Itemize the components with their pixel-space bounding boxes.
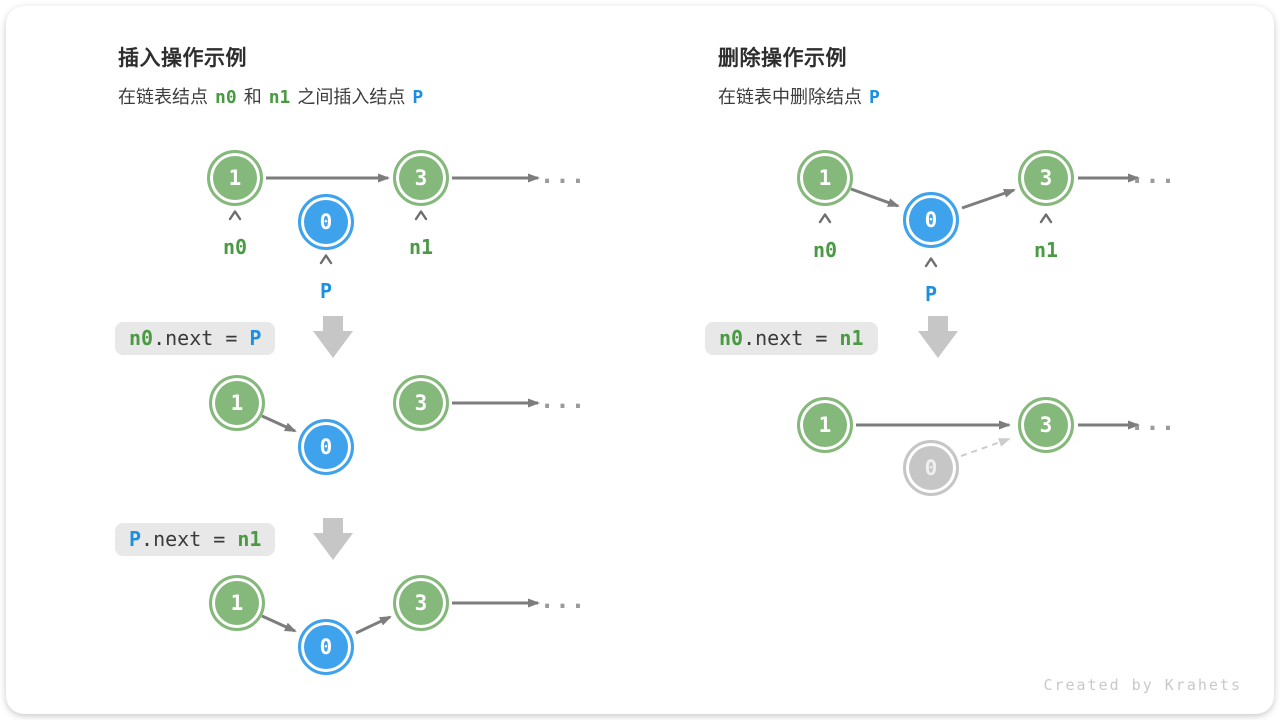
pointer-label-p: P: [319, 279, 333, 303]
insert-panel-subtitle: 在链表结点 n0 和 n1 之间插入结点 P: [118, 83, 430, 109]
ellipsis: ...: [1129, 408, 1177, 436]
node-value: 0: [298, 619, 354, 675]
node-value: 0: [298, 419, 354, 475]
ellipsis: ...: [539, 586, 587, 614]
node-value: 0: [903, 192, 959, 248]
node-value: 1: [797, 397, 853, 453]
code-snippet: n0.next = P: [115, 322, 276, 355]
node-value: 1: [209, 575, 265, 631]
pointer-label-n0: n0: [812, 238, 838, 262]
code-snippet: n0.next = n1: [705, 322, 878, 355]
node-value: 3: [393, 375, 449, 431]
caret-up-icon: [1039, 213, 1053, 224]
ellipsis: ...: [539, 161, 587, 189]
code-token-n0: n0: [129, 326, 154, 350]
code-token-n1: n1: [237, 527, 262, 551]
caret-up-icon: [818, 213, 832, 224]
insert-panel-title: 插入操作示例: [118, 47, 247, 70]
code-token-n1: n1: [839, 326, 864, 350]
code-text: .next =: [743, 326, 840, 350]
ellipsis: ...: [539, 386, 587, 414]
insert-subtitle-text-1: 在链表结点: [118, 87, 208, 107]
credit-text: Created by Krahets: [1043, 676, 1242, 694]
caret-up-icon: [228, 210, 242, 221]
pointer-label-n1: n1: [1033, 238, 1059, 262]
caret-up-icon: [924, 257, 938, 268]
node-value: 3: [1018, 150, 1074, 206]
insert-subtitle-token-n1: n1: [268, 87, 291, 108]
pointer-label-n0: n0: [222, 235, 248, 259]
node-value-removed: 0: [903, 440, 959, 496]
insert-subtitle-text-2: 和: [243, 87, 262, 107]
insert-subtitle-text-3: 之间插入结点: [297, 87, 406, 107]
caret-up-icon: [414, 210, 428, 221]
node-value: 1: [207, 150, 263, 206]
ellipsis: ...: [1129, 161, 1177, 189]
card-background: [6, 6, 1274, 714]
delete-panel-title: 删除操作示例: [718, 47, 847, 70]
code-text: .next =: [141, 527, 238, 551]
block-down-arrow-icon: [918, 316, 958, 358]
block-down-arrow-icon: [313, 316, 353, 358]
code-token-p: P: [129, 527, 142, 551]
insert-subtitle-token-n0: n0: [215, 87, 237, 108]
caret-up-icon: [319, 254, 333, 265]
code-snippet: P.next = n1: [115, 523, 276, 556]
node-value: 1: [209, 375, 265, 431]
pointer-label-p: P: [924, 282, 938, 306]
node-value: 3: [393, 150, 449, 206]
node-value: 0: [298, 194, 354, 250]
insert-subtitle-token-p: P: [412, 87, 424, 108]
delete-panel-subtitle: 在链表中删除结点 P: [718, 83, 887, 109]
block-down-arrow-icon: [313, 518, 353, 560]
node-value: 3: [393, 575, 449, 631]
pointer-label-n1: n1: [408, 235, 434, 259]
node-value: 1: [797, 150, 853, 206]
code-token-n0: n0: [719, 326, 744, 350]
code-token-p: P: [249, 326, 262, 350]
delete-subtitle-text-1: 在链表中删除结点: [718, 87, 862, 107]
code-text: .next =: [153, 326, 250, 350]
node-value: 3: [1018, 397, 1074, 453]
delete-subtitle-token-p: P: [869, 87, 880, 108]
